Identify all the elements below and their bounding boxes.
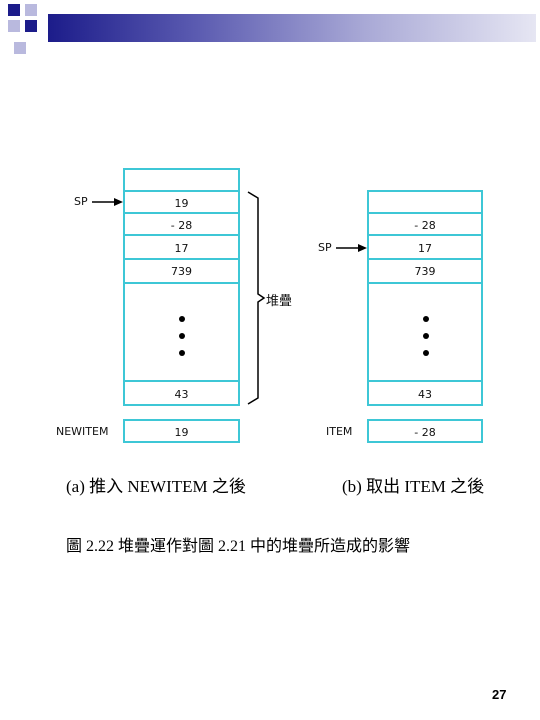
stack-cell: - 28 — [123, 212, 240, 236]
stack-brace — [247, 191, 266, 405]
decor-square — [8, 20, 20, 32]
sp-pointer-arrow — [336, 244, 367, 252]
sp-pointer-arrow — [92, 198, 123, 206]
newitem-label: NEWITEM — [56, 425, 109, 438]
sp-pointer-label: SP — [318, 241, 332, 254]
sp-pointer-label: SP — [74, 195, 88, 208]
stack-cell — [367, 190, 483, 214]
stack-cell: 739 — [123, 258, 240, 284]
decor-square — [25, 4, 37, 16]
stack-cell: 19 — [123, 190, 240, 214]
decor-square — [8, 4, 20, 16]
caption-a: (a) 推入 NEWITEM 之後 — [66, 477, 246, 496]
decor-square — [25, 20, 37, 32]
decor-square — [14, 42, 26, 54]
ellipsis-dot — [179, 316, 185, 322]
ellipsis-dot — [423, 316, 429, 322]
caption-b: (b) 取出 ITEM 之後 — [342, 477, 485, 496]
page-number: 27 — [492, 687, 507, 702]
stack-cell: 43 — [123, 380, 240, 406]
ellipsis-dot — [179, 350, 185, 356]
stack-gap-cell — [367, 282, 483, 384]
stack-cell: - 28 — [367, 212, 483, 236]
newitem-cell: 19 — [123, 419, 240, 443]
figure-caption: 圖 2.22 堆疊運作對圖 2.21 中的堆疊所造成的影響 — [66, 538, 411, 555]
stack-cell: 17 — [367, 234, 483, 260]
item-cell: - 28 — [367, 419, 483, 443]
stack-cell: 17 — [123, 234, 240, 260]
stack-cell: 43 — [367, 380, 483, 406]
stack-cell: 739 — [367, 258, 483, 284]
ellipsis-dot — [423, 350, 429, 356]
item-label: ITEM — [326, 425, 353, 438]
stack-cell — [123, 168, 240, 192]
ellipsis-dot — [179, 333, 185, 339]
stack-brace-label: 堆疊 — [266, 294, 293, 309]
title-banner — [48, 14, 536, 42]
ellipsis-dot — [423, 333, 429, 339]
